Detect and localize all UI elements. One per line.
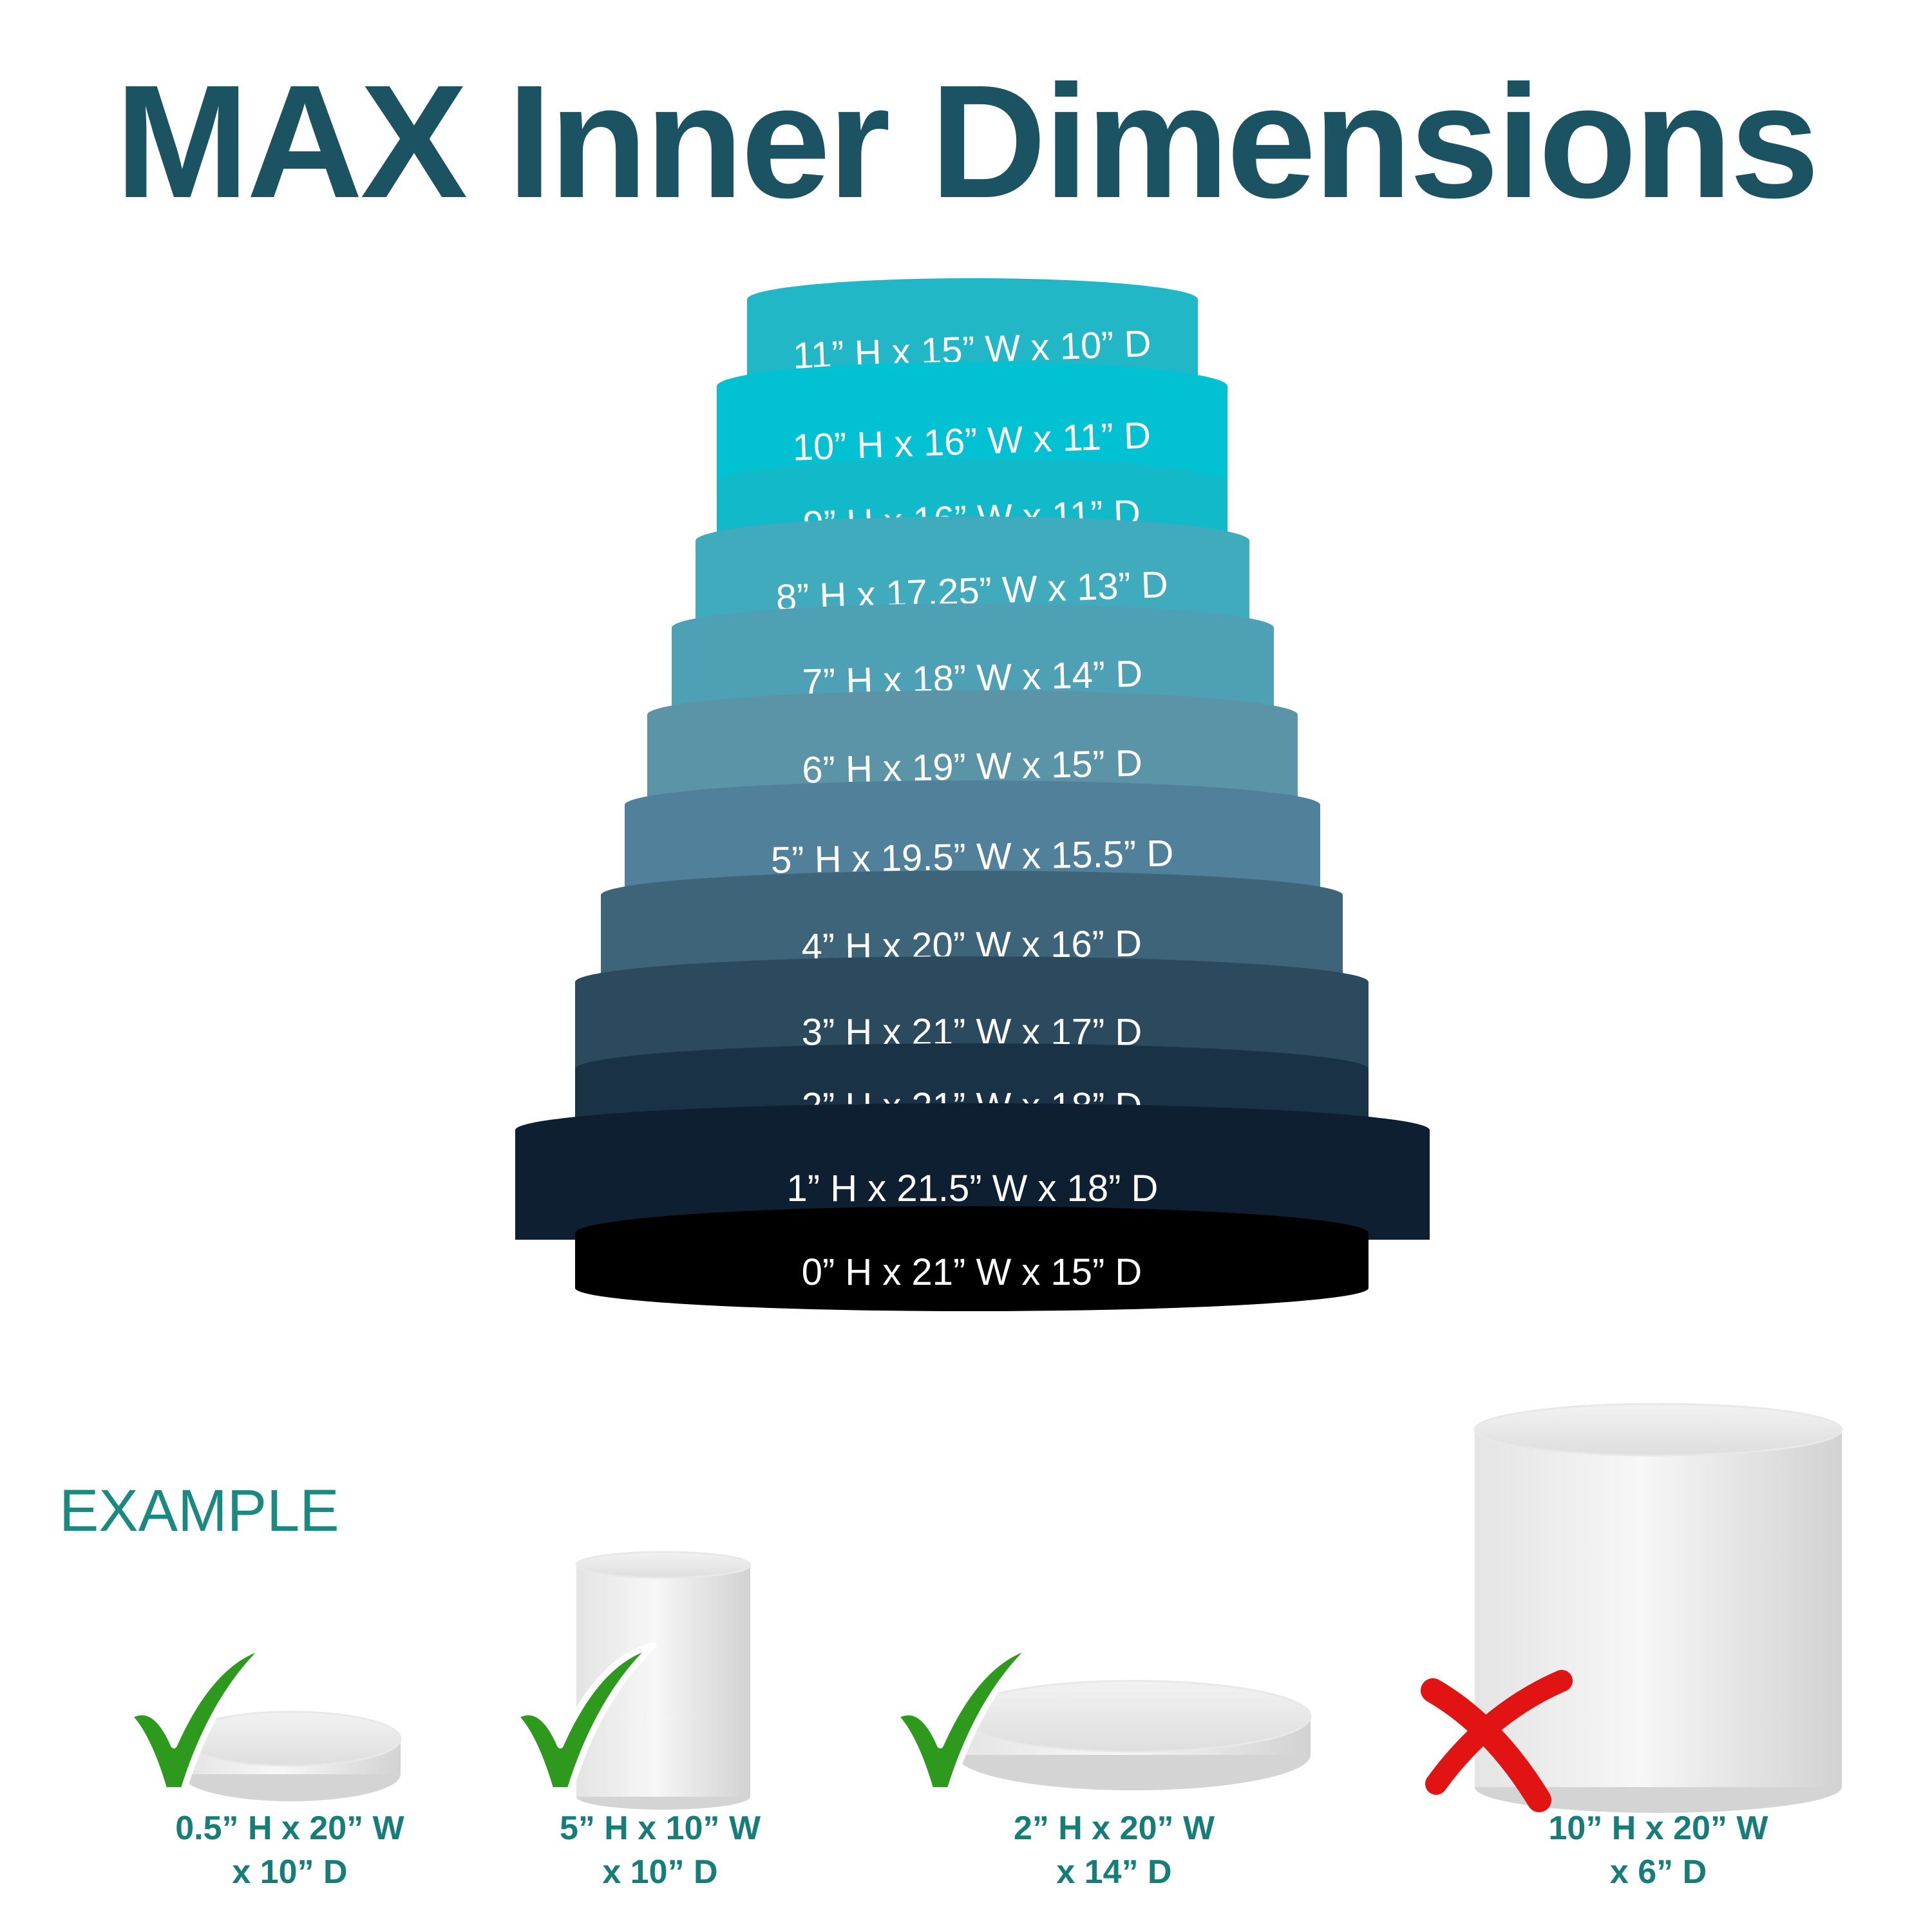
- check-icon: [126, 1642, 270, 1794]
- tier-top: [696, 516, 1249, 565]
- tier-top: [601, 871, 1343, 920]
- cylinder-top: [955, 1680, 1312, 1753]
- tier-top: [647, 690, 1298, 739]
- tier-top: [717, 459, 1227, 507]
- example-caption-4: 10” H x 20” W x 6” D: [1507, 1806, 1810, 1894]
- example-caption-line: x 10” D: [602, 1853, 718, 1891]
- example-caption-1: 0.5” H x 20” W x 10” D: [138, 1806, 441, 1894]
- example-caption-2: 5” H x 10” W x 10” D: [518, 1806, 802, 1894]
- example-caption-line: x 6” D: [1609, 1853, 1707, 1891]
- tier-top: [717, 362, 1227, 411]
- example-box-3: [955, 1680, 1312, 1790]
- tier-label: 1” H x 21.5” W x 18” D: [787, 1168, 1159, 1209]
- tier-top: [575, 1206, 1368, 1260]
- example-box-1: [180, 1710, 402, 1801]
- check-icon: [512, 1642, 657, 1794]
- cross-icon: [1421, 1670, 1573, 1812]
- tier-top: [575, 956, 1368, 1008]
- example-caption-line: x 10” D: [232, 1853, 348, 1891]
- tiers-group: 11” H x 15” W x 10” D10” H x 16” W x 11”…: [515, 278, 1430, 1311]
- example-caption-line: 5” H x 10” W: [559, 1810, 761, 1847]
- example-caption-line: x 14” D: [1056, 1853, 1172, 1891]
- example-caption-line: 0.5” H x 20” W: [175, 1810, 404, 1847]
- tier-11: 0” H x 21” W x 15” D: [575, 1206, 1368, 1311]
- example-box-4: [1473, 1403, 1843, 1813]
- example-heading: EXAMPLE: [59, 1478, 339, 1544]
- example-caption-line: 10” H x 20” W: [1548, 1810, 1768, 1847]
- example-caption-line: 2” H x 20” W: [1013, 1810, 1215, 1847]
- tier-top: [515, 1103, 1430, 1157]
- cylinder-top: [1473, 1403, 1843, 1457]
- page-title: MAX Inner Dimensions: [115, 52, 1820, 231]
- examples-group: [126, 1403, 1843, 1813]
- cross-stroke: [1425, 1670, 1573, 1795]
- tier-top: [672, 603, 1274, 652]
- tier-top: [575, 1043, 1368, 1095]
- cylinder-top: [575, 1551, 752, 1579]
- check-icon: [892, 1642, 1037, 1794]
- cylinder-side: [1475, 1430, 1842, 1787]
- tier-base: [575, 1265, 1368, 1311]
- tier-top: [747, 278, 1198, 321]
- example-caption-3: 2” H x 20” W x 14” D: [966, 1806, 1262, 1894]
- tier-label: 0” H x 21” W x 15” D: [802, 1251, 1142, 1293]
- tier-top: [625, 781, 1320, 829]
